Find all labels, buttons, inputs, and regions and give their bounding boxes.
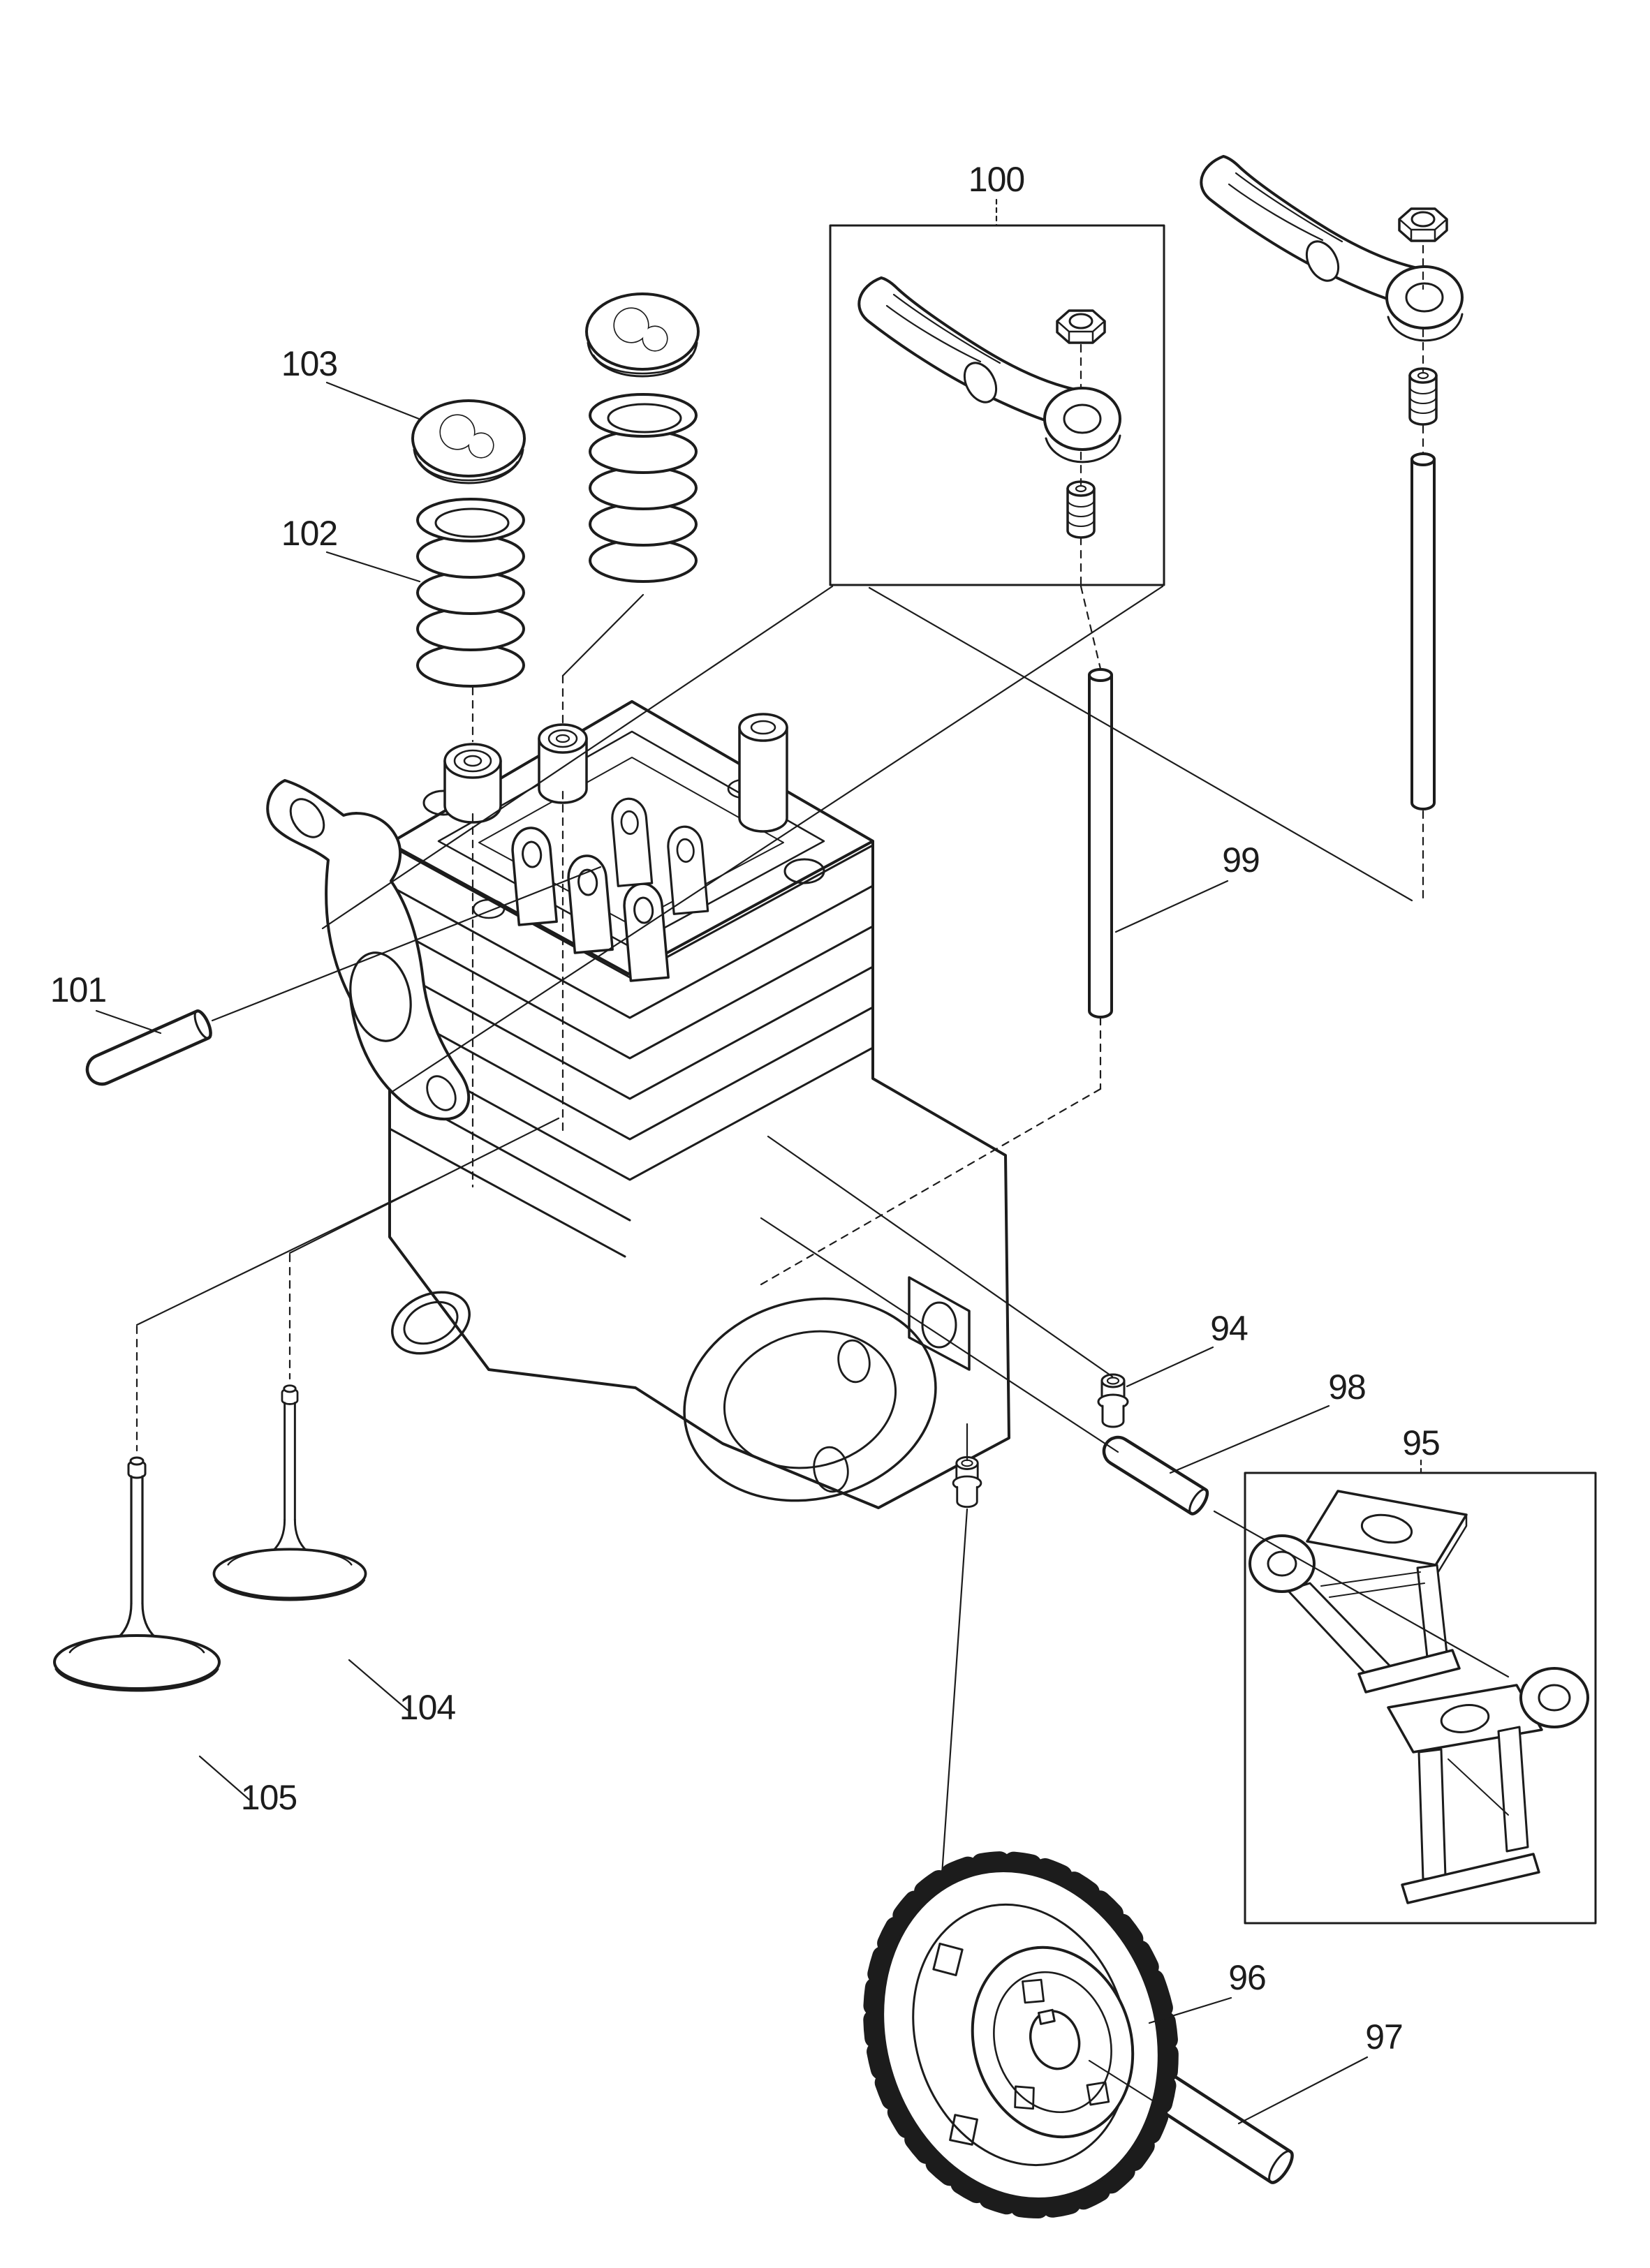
rocker-lug [509, 825, 558, 926]
rocker-lug [621, 881, 670, 982]
pin-98 [1102, 1435, 1209, 1515]
rocker-support-lower [1387, 1667, 1589, 1904]
tappet-94 [1097, 1373, 1129, 1428]
rocker-support-upper [1248, 1490, 1468, 1693]
rocker-lug [665, 824, 709, 915]
callout-101: 101 [50, 970, 106, 1009]
cylinder-bore [683, 1297, 937, 1502]
adjusting-screw-right [1408, 367, 1438, 426]
valve-guide-boss-left [443, 743, 502, 824]
exhaust-flange [266, 779, 471, 1121]
valve-guide-boss-right [538, 723, 588, 804]
callout-99: 99 [1222, 840, 1260, 880]
callout-94: 94 [1210, 1309, 1248, 1348]
callout-97: 97 [1365, 2017, 1403, 2056]
spring-retainer-left [411, 399, 526, 484]
callout-103: 103 [281, 344, 337, 383]
callout-104: 104 [399, 1688, 456, 1727]
callout-96: 96 [1228, 1958, 1266, 1997]
callout-105: 105 [241, 1778, 297, 1817]
valve-spring-left [416, 498, 525, 688]
cam-gear [863, 1851, 1179, 2218]
pin-101 [85, 1009, 212, 1086]
lock-nut-boxed [1056, 309, 1106, 344]
spring-retainer-right [585, 292, 700, 378]
valve-spring-right [589, 393, 698, 583]
intake-port [391, 1291, 471, 1355]
rocker-lug [565, 853, 614, 954]
callout-102: 102 [281, 514, 337, 553]
adjusting-screw-boxed [1066, 480, 1096, 539]
lock-nut-right [1398, 207, 1448, 242]
follower-lug [908, 1276, 971, 1371]
callout-95: 95 [1402, 1423, 1440, 1462]
callout-100: 100 [968, 160, 1024, 199]
push-rod-right [1410, 452, 1436, 810]
cylinder-head [266, 700, 1010, 1509]
leader-lines [95, 198, 1510, 2125]
rocker-lug [609, 796, 654, 887]
tappet-94b [952, 1456, 982, 1509]
callout-98: 98 [1328, 1368, 1366, 1407]
head-stud-boss [738, 713, 788, 833]
